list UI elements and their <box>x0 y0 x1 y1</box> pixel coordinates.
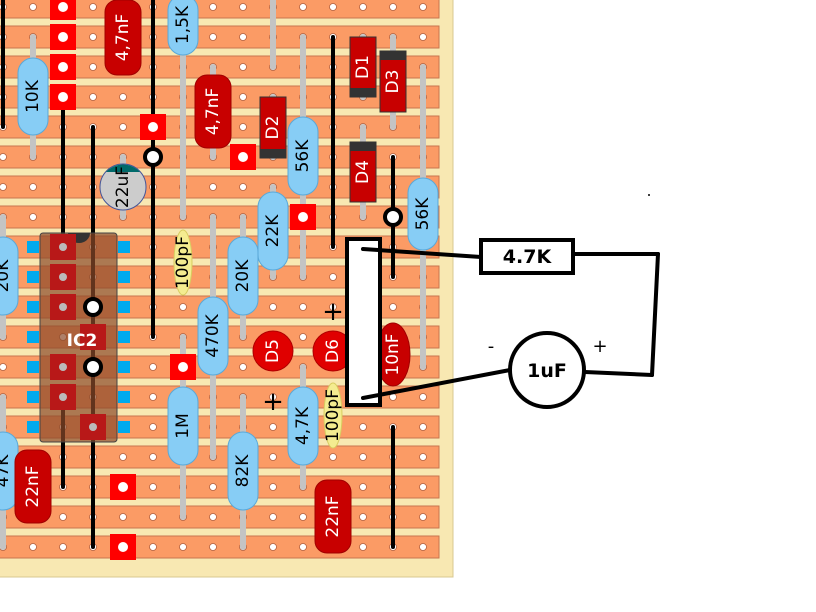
resistor-20k: 20K <box>0 236 19 316</box>
diode-d1-label: D1 <box>353 55 373 79</box>
d5-plus-mark: + <box>262 387 284 417</box>
diode-d3-label: D3 <box>383 70 403 94</box>
capacitor-100pf: 100pF <box>323 382 343 449</box>
strip <box>0 445 440 469</box>
capacitor-100pf-label: 100pF <box>323 389 343 442</box>
diode-d2: D2 <box>259 96 287 159</box>
capacitor-4-7nf-label: 4,7nF <box>113 14 133 62</box>
resistor-82k: 82K <box>227 431 259 511</box>
capacitor-22nf: 22nF <box>14 449 52 524</box>
resistor-10k: 10K <box>17 57 49 136</box>
capacitor-22nf-label: 22nF <box>23 465 43 507</box>
resistor-56k-label: 56K <box>293 139 313 173</box>
offboard-resistor <box>479 238 575 275</box>
resistor-470k-label: 470K <box>203 313 223 357</box>
offboard-capacitor-label: 1uF <box>527 360 567 382</box>
diode-d4-label: D4 <box>353 160 373 184</box>
diode-d3: D3 <box>379 50 407 113</box>
resistor-1m: 1M <box>167 386 199 466</box>
resistor-47k-label: 47K <box>0 454 13 488</box>
resistor-20k-label: 20K <box>0 259 13 293</box>
resistor-1-5k-label: 1,5K <box>173 5 193 44</box>
resistor-1-5k: 1,5K <box>167 0 199 56</box>
diode-d4: D4 <box>349 141 377 203</box>
capacitor-4-7nf: 4,7nF <box>194 74 232 149</box>
capacitor-100pf: 100pF <box>173 229 193 296</box>
strip <box>0 205 440 229</box>
resistor-22k-label: 22K <box>263 214 283 248</box>
led-d6-label: D6 <box>323 339 343 363</box>
offboard-wiring: 4.7K 1uF - + + + <box>262 194 660 417</box>
capacitor-100pf-label: 100pF <box>173 236 193 289</box>
ic2-label: IC2 <box>67 331 98 351</box>
resistor-22k: 22K <box>257 191 289 271</box>
led-d6: D6 <box>312 330 354 372</box>
resistor-47k: 47K <box>0 431 19 511</box>
capacitor-10nf: 10nF <box>375 322 411 387</box>
resistor-10k-label: 10K <box>23 79 43 113</box>
capacitor-10nf-label: 10nF <box>383 333 403 375</box>
cap-plus-label: + <box>592 336 607 357</box>
ic2-chip: IC2 <box>27 232 130 443</box>
d6-plus-mark: + <box>322 297 344 327</box>
capacitor-4-7nf-label: 4,7nF <box>203 88 223 136</box>
capacitor-22uf: 22uF <box>99 163 147 211</box>
led-d5: D5 <box>252 330 294 372</box>
resistor-20k-label: 20K <box>233 259 253 293</box>
resistor-1m-label: 1M <box>173 413 193 438</box>
capacitor-4-7nf: 4,7nF <box>104 0 142 76</box>
wire-nodes <box>83 147 403 377</box>
resistor-20k: 20K <box>227 236 259 316</box>
resistor-4-7k-label: 4,7K <box>293 406 313 445</box>
diode-d1: D1 <box>349 36 377 98</box>
diode-d2-label: D2 <box>263 116 283 140</box>
offboard-capacitor <box>508 331 586 409</box>
capacitor-22nf: 22nF <box>314 479 352 554</box>
offboard-resistor-label: 4.7K <box>503 246 553 268</box>
cap-minus-label: - <box>488 336 495 357</box>
led-d5-label: D5 <box>263 339 283 363</box>
capacitor-22nf-label: 22nF <box>323 495 343 537</box>
capacitor-22uf-label: 22uF <box>113 166 133 208</box>
resistor-56k: 56K <box>287 116 319 196</box>
resistor-56k-label: 56K <box>413 197 433 231</box>
resistor-82k-label: 82K <box>233 454 253 488</box>
resistor-56k: 56K <box>407 177 439 251</box>
resistor-4-7k: 4,7K <box>287 386 319 466</box>
resistor-470k: 470K <box>197 296 229 376</box>
